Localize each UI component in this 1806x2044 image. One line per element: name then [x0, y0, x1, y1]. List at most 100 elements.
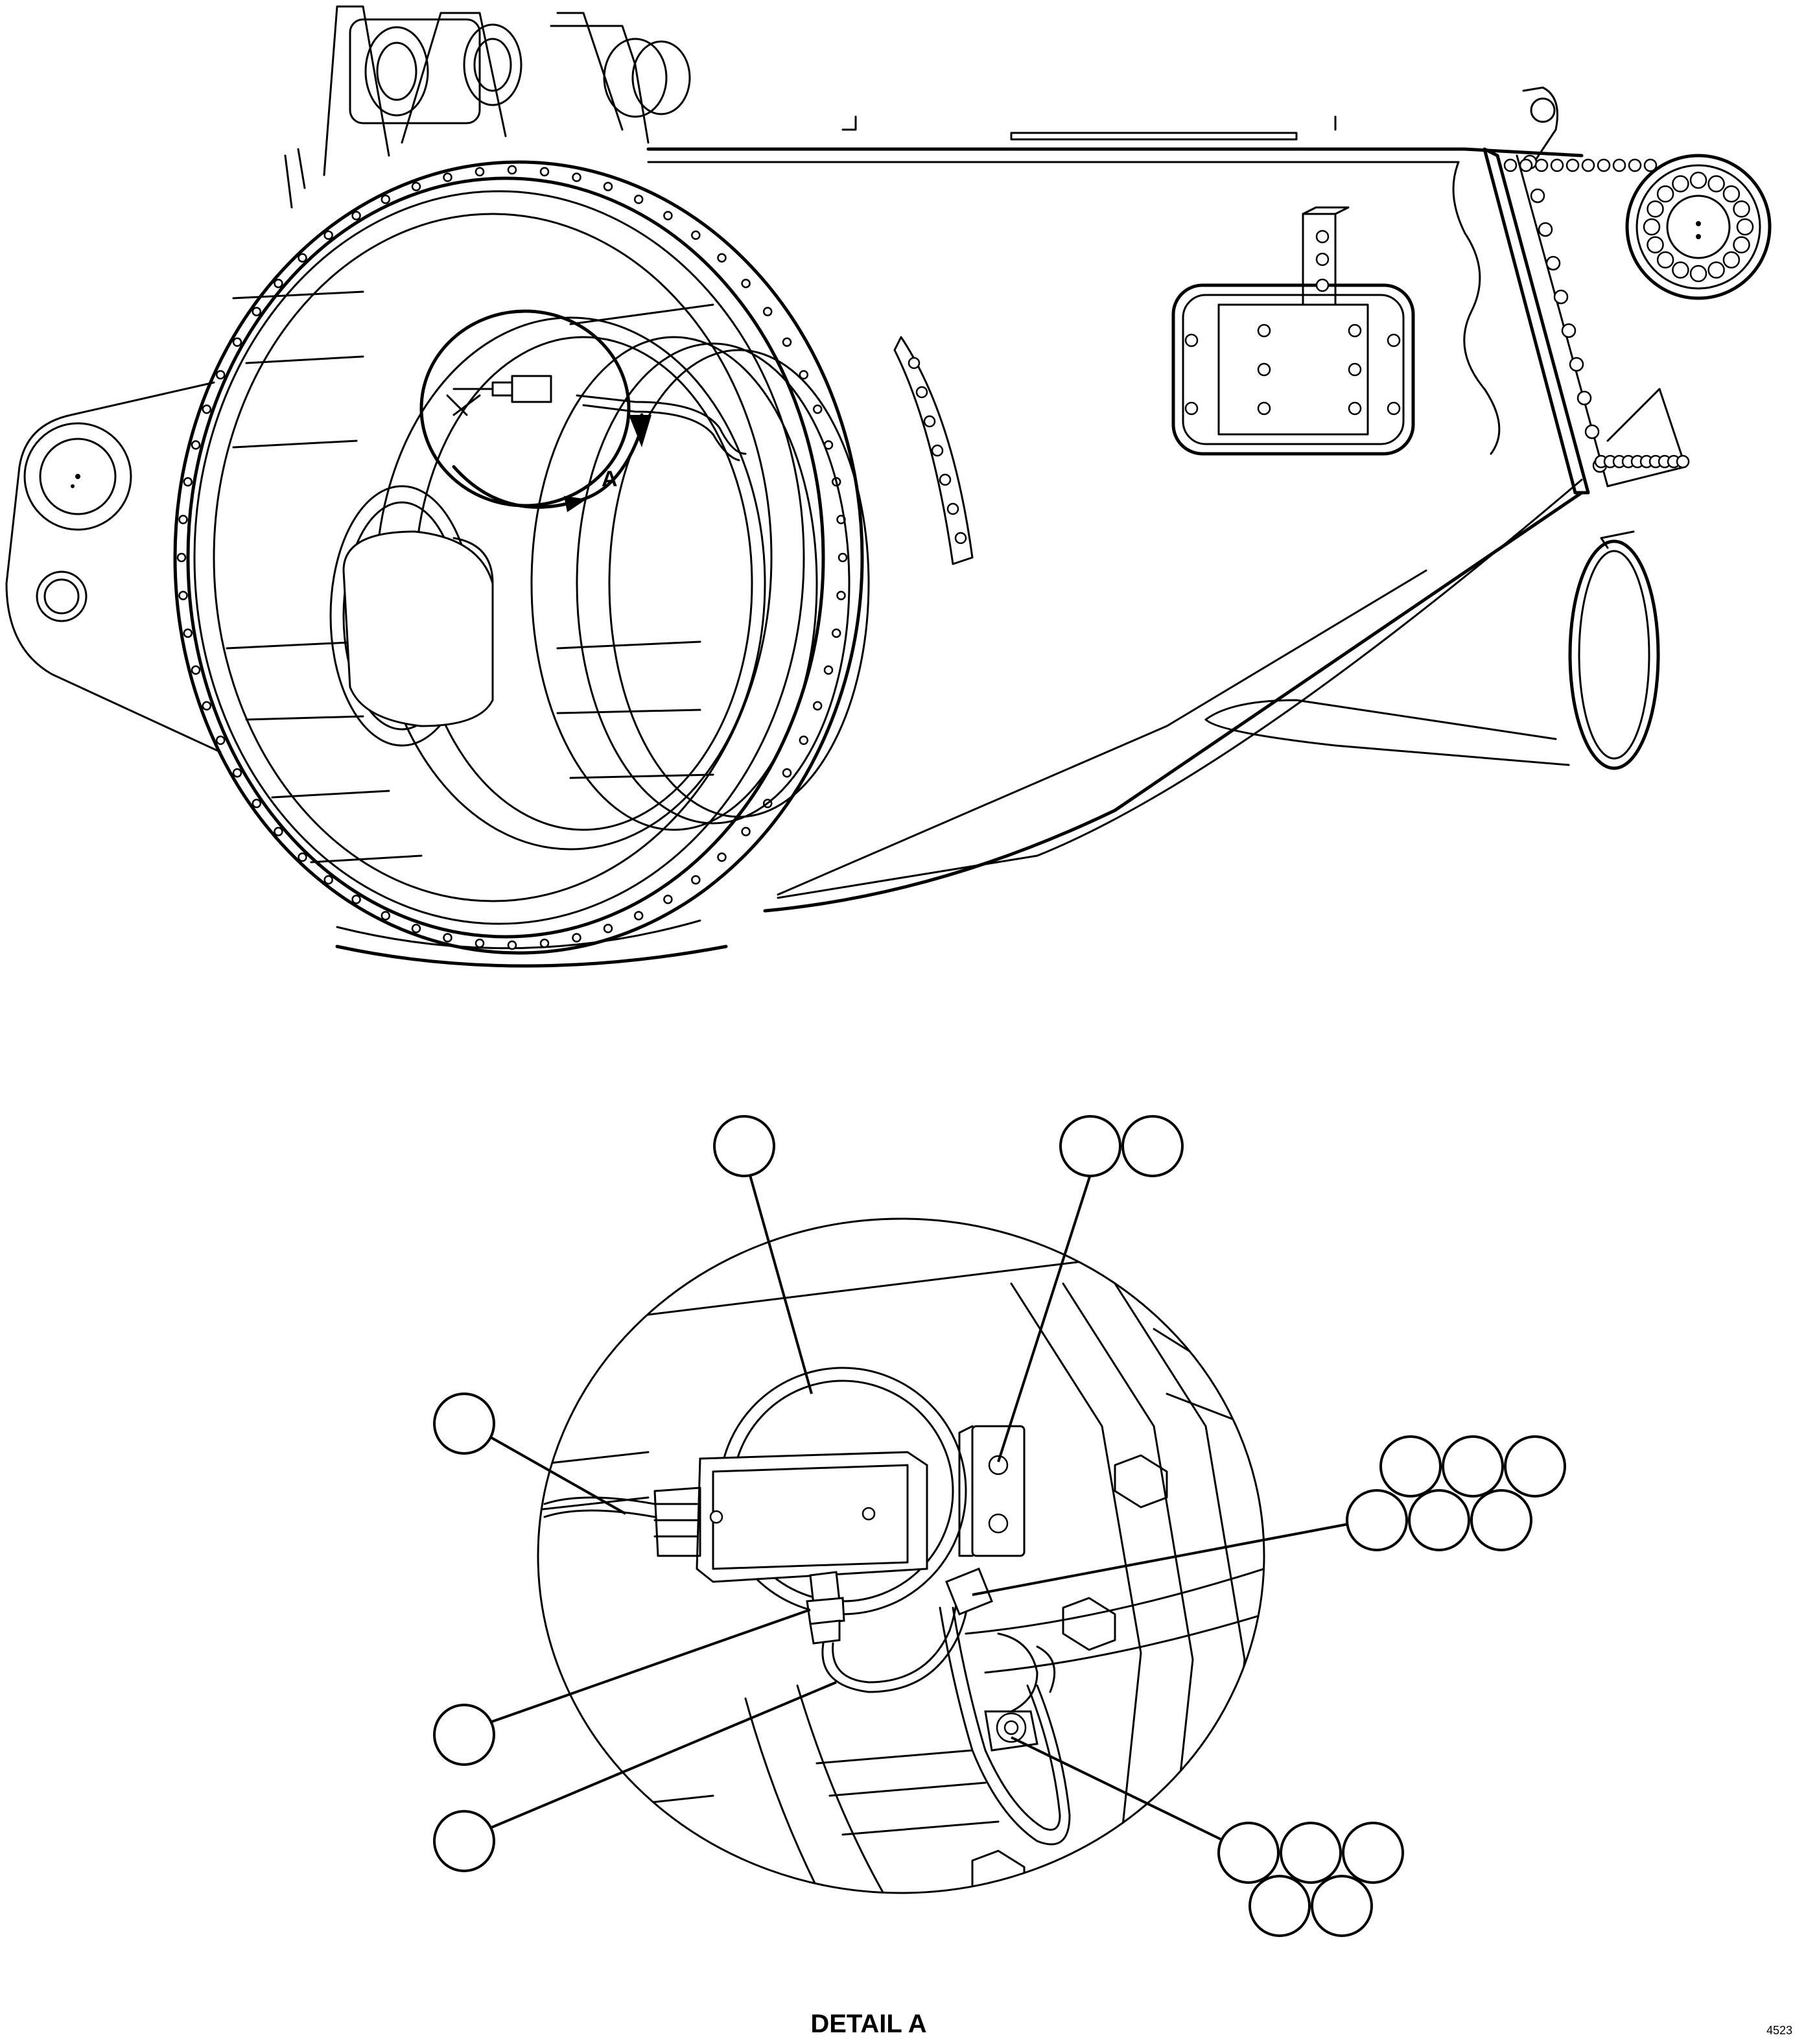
callout-bottom-group-2 [1280, 1822, 1342, 1884]
ring-bolt [663, 211, 673, 220]
ring-bolt [603, 182, 613, 191]
ring-bolt [633, 911, 644, 921]
cover-bolt [1257, 362, 1271, 377]
detail-title: DETAIL A [810, 2010, 926, 2038]
rear-flange [1503, 86, 1772, 473]
detail-a-view: DETAIL A 4523 [433, 1115, 1792, 2038]
ring-bolt [215, 735, 226, 746]
ring-bolt [191, 440, 201, 450]
flange-bolt [1656, 251, 1674, 269]
end-plate-bolt [1597, 158, 1611, 172]
flange-bolt [1672, 175, 1689, 193]
cable-fitting [806, 1571, 969, 1693]
end-plate-bolt [1545, 255, 1561, 271]
callout-left-upper [433, 1392, 495, 1455]
flange-bolt [1736, 218, 1754, 236]
callout-balloons [433, 1115, 1566, 1937]
strip-bolt [915, 386, 928, 399]
cover-bolt [1348, 323, 1362, 338]
end-plate-bolt [1584, 424, 1600, 440]
ring-bolt [741, 827, 751, 837]
ring-bolt [475, 167, 485, 177]
right-pipe-outlet [1568, 530, 1660, 770]
end-plate-bolt [1566, 158, 1580, 172]
ring-bolt [741, 278, 751, 288]
end-plate-bolts [1503, 154, 1690, 473]
end-plate-bolt [1628, 158, 1642, 172]
ring-bolt [823, 665, 834, 675]
ring-bolt [274, 278, 283, 288]
leader-lines [489, 1174, 1352, 1841]
end-plate-bolt [1519, 158, 1533, 172]
cover-bolt [1257, 323, 1271, 338]
callout-right-group-1 [1379, 1435, 1442, 1498]
main-assembly-view: A [5, 5, 1772, 968]
ring-bolt [799, 370, 809, 380]
end-plate-bolt [1569, 357, 1584, 372]
callout-right-group-4 [1346, 1489, 1408, 1551]
end-plate-bolt [1577, 390, 1592, 406]
left-lug-plate [5, 381, 222, 753]
ring-bolt [411, 924, 421, 934]
ring-bolt [691, 230, 701, 241]
side-bolt-strip [893, 336, 974, 565]
cover-bolts [1184, 229, 1401, 416]
end-plate-bolt [1553, 289, 1569, 305]
callout-right-group-5 [1408, 1489, 1470, 1551]
callout-left-lower-2 [433, 1810, 495, 1872]
ring-bolt [836, 591, 846, 600]
end-plate-bolt [1538, 222, 1553, 237]
ring-bolt [539, 938, 550, 948]
housing-body [335, 115, 1687, 968]
ring-bolt [298, 852, 307, 862]
ring-bolt [633, 194, 644, 204]
flange-bolt [1656, 185, 1674, 203]
cover-bolt [1184, 333, 1199, 347]
ring-bolt [717, 253, 727, 263]
ring-bolt [475, 938, 485, 948]
end-plate-bolt [1612, 158, 1626, 172]
ring-bolt [232, 337, 242, 347]
end-plate-bolt [1534, 158, 1549, 172]
ring-bolt [799, 735, 809, 746]
front-bearing-ring [173, 160, 870, 955]
flange-bolt [1689, 171, 1707, 189]
ring-bolt [782, 768, 792, 778]
ring-bolt [178, 591, 188, 600]
callout-top-right-a [1059, 1115, 1121, 1177]
ring-bolt [572, 172, 581, 182]
strip-bolt [908, 357, 921, 370]
flange-bolt [1722, 251, 1741, 269]
ring-bolt [183, 628, 193, 638]
access-cover [1171, 206, 1415, 456]
callout-bottom-group-3 [1342, 1822, 1404, 1884]
end-plate-bolt [1561, 323, 1577, 338]
callout-left-lower-1 [433, 1704, 495, 1766]
cover-bolt [1315, 278, 1330, 292]
ring-bolt [443, 172, 452, 182]
ring-bolt [691, 875, 701, 885]
ring-bolt-circle [176, 165, 848, 950]
flange-bolt [1689, 264, 1707, 283]
flange-bolt [1643, 218, 1661, 236]
ring-bolt [411, 182, 421, 191]
cover-bolt [1348, 362, 1362, 377]
ring-bolt [215, 370, 226, 380]
cover-bolt [1348, 401, 1362, 416]
ring-bolt [572, 933, 581, 943]
ring-bolt [381, 194, 391, 204]
ring-bolt [351, 211, 361, 220]
ring-bolt [252, 799, 262, 808]
callout-right-group-3 [1504, 1435, 1566, 1498]
ring-bolt [663, 895, 673, 904]
flange-bolt [1647, 236, 1664, 253]
ring-bolt [323, 230, 333, 241]
callout-bottom-group-4 [1249, 1875, 1311, 1937]
detail-a-marker: A [419, 309, 747, 512]
flange-bolt [1672, 261, 1689, 279]
ring-bolt [323, 875, 333, 885]
callout-bottom-group-5 [1311, 1875, 1373, 1937]
cover-bolt [1184, 401, 1199, 416]
strip-bolts [908, 357, 967, 545]
